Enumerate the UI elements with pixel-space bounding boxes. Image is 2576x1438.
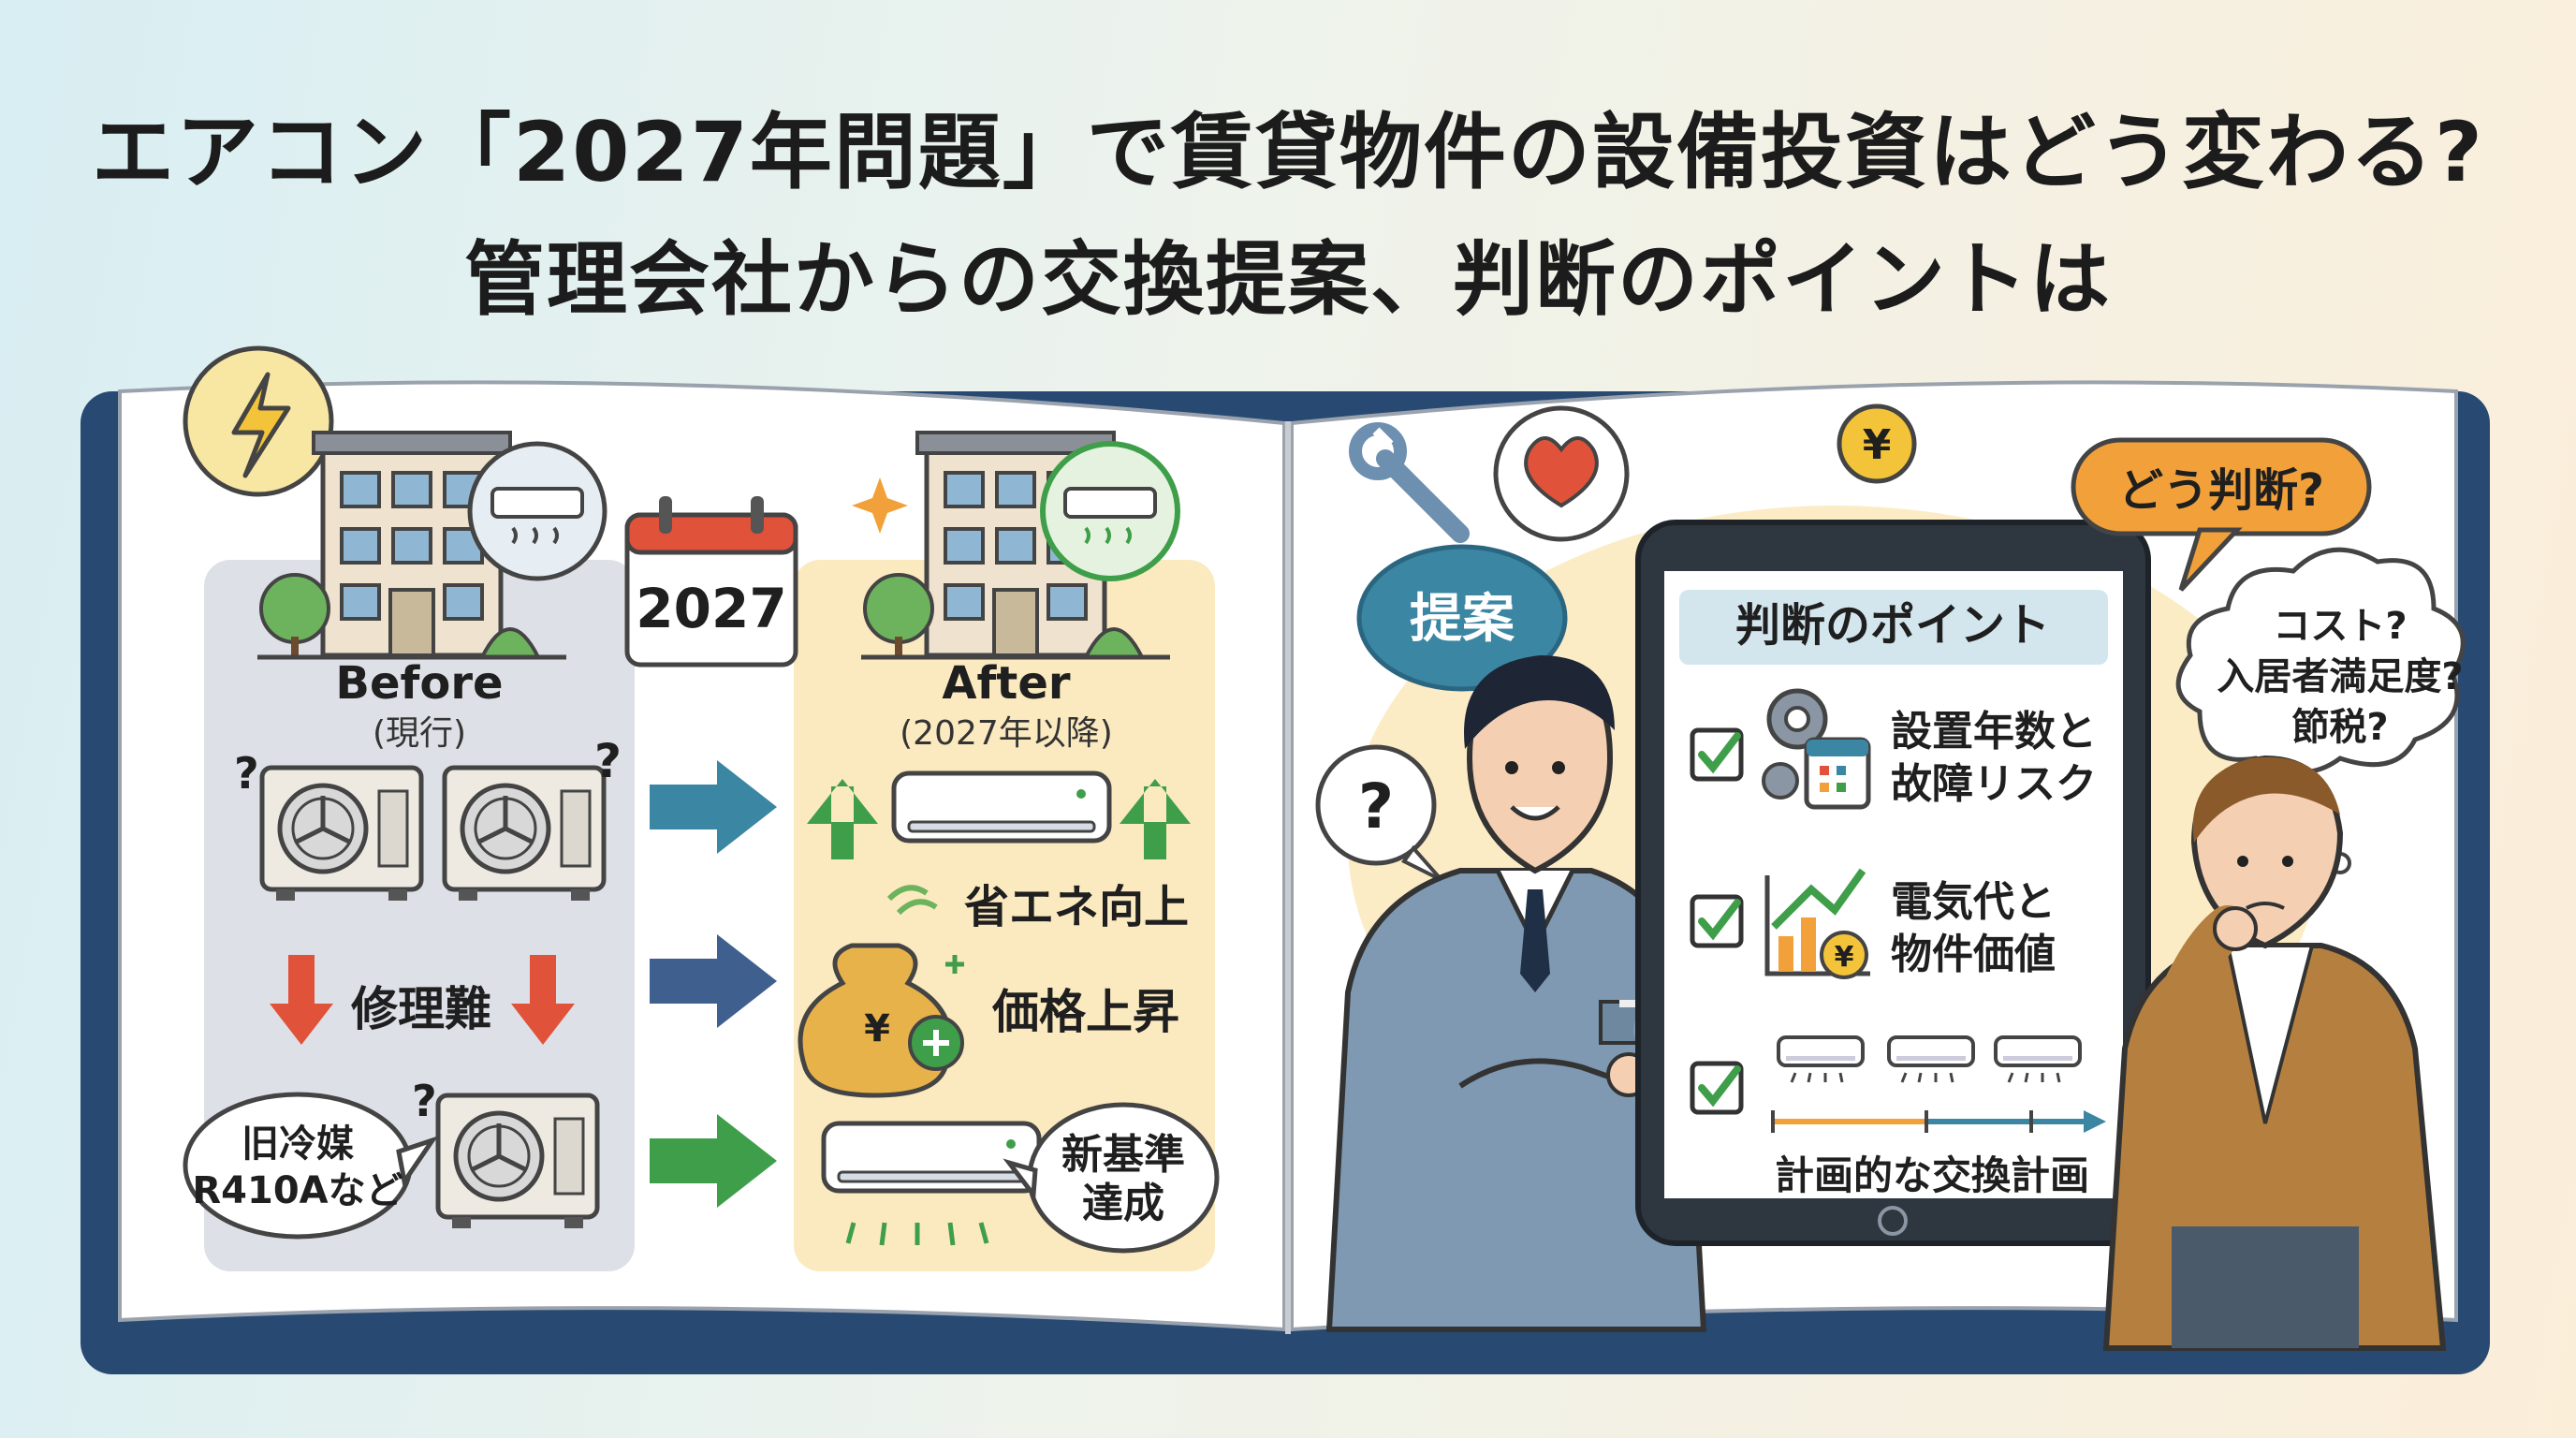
arrow-green	[650, 1114, 777, 1208]
calendar-year: 2027	[636, 577, 786, 640]
old-refrigerant-line2: R410Aなど	[192, 1169, 402, 1212]
chart-yen: ¥	[1835, 941, 1854, 974]
heart-icon	[1493, 405, 1630, 542]
question-bubble	[1315, 744, 1443, 882]
calendar-icon	[624, 496, 798, 668]
sparkle-icon	[852, 477, 908, 534]
indoor-ac-2	[824, 1123, 1039, 1191]
speech-ac-before	[467, 441, 607, 581]
point1-line1: 設置年数と	[1891, 708, 2097, 756]
question-mark-1: ?	[234, 748, 259, 799]
question-mark-3: ?	[412, 1076, 437, 1126]
proposal-label: 提案	[1410, 589, 1515, 650]
thought-line1: コスト?	[2273, 605, 2407, 648]
point2-line2: 物件価値	[1891, 931, 2056, 978]
indoor-ac-1	[894, 773, 1109, 841]
timeline	[1771, 1110, 2106, 1133]
new-standard-line1: 新基準	[1061, 1131, 1185, 1179]
new-standard-bubble	[1003, 1102, 1220, 1254]
speech-ac-after	[1040, 441, 1180, 581]
outdoor-unit-1	[262, 768, 421, 901]
gear-icon	[1762, 688, 1828, 800]
calendar-small-icon	[1804, 737, 1871, 810]
question-mark-2: ?	[594, 734, 622, 788]
arrow-blue	[650, 934, 777, 1028]
point2-line1: 電気代と	[1891, 878, 2056, 926]
up-arrow-1	[807, 779, 878, 824]
chart-icon	[1764, 868, 1870, 979]
question-bubble-mark: ?	[1358, 770, 1394, 843]
old-refrigerant-bubble	[183, 1092, 439, 1240]
arrow-teal	[650, 760, 777, 854]
after-sub: (2027年以降)	[900, 714, 1113, 753]
checkbox-icon-3	[1692, 1064, 1741, 1112]
old-refrigerant-line1: 旧冷媒	[242, 1123, 355, 1166]
down-arrow-2	[511, 955, 575, 1045]
down-arrow-1	[270, 955, 333, 1045]
before-label: Before	[335, 657, 503, 710]
thought-line2: 入居者満足度?	[2217, 655, 2463, 698]
point3-line1: 計画的な交換計画	[1775, 1152, 2089, 1198]
after-label: After	[942, 657, 1071, 710]
coin-icon	[1837, 404, 1917, 484]
wrench-icon	[1349, 422, 1470, 543]
money-bag-yen: ¥	[864, 1007, 890, 1050]
before-sub: (現行)	[373, 714, 466, 753]
leaf-icon	[886, 885, 938, 916]
tablet-header: 判断のポイント	[1735, 599, 2050, 652]
repair-difficult: 修理難	[351, 982, 491, 1036]
how-judge-bubble	[2071, 437, 2372, 592]
page-title-line1: エアコン「2027年問題」で賃貸物件の設備投資はどう変わる?	[92, 104, 2484, 200]
point1-line2: 故障リスク	[1891, 760, 2097, 808]
price-rise: 価格上昇	[991, 985, 1179, 1039]
checkbox-icon-2	[1692, 897, 1741, 946]
energy-saving: 省エネ向上	[964, 881, 1189, 933]
coin-yen: ¥	[1863, 421, 1892, 469]
checkbox-icon-1	[1692, 730, 1741, 779]
thought-line3: 節税?	[2291, 706, 2388, 749]
outdoor-unit-2	[445, 768, 604, 901]
page-title-line2: 管理会社からの交換提案、判断のポイントは	[464, 233, 2112, 327]
owner-figure	[2102, 755, 2447, 1351]
money-bag-icon	[798, 943, 964, 1098]
new-standard-line2: 達成	[1082, 1180, 1164, 1227]
lightning-icon	[183, 345, 334, 497]
how-judge-label: どう判断?	[2118, 464, 2324, 517]
outdoor-unit-3	[438, 1095, 597, 1228]
up-arrow-2	[1120, 779, 1191, 824]
